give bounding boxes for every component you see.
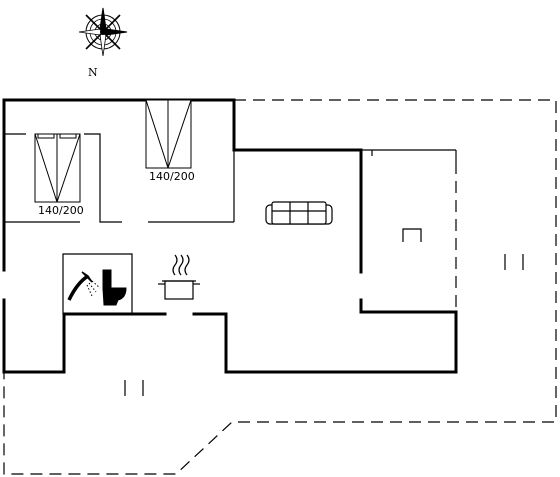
bed-size-label: 140/200 [149,170,195,183]
cooking-pot-icon [158,254,200,300]
bed-icon [34,133,81,203]
north-label: N [88,66,98,79]
compass-rose-icon [78,7,128,57]
shower-icon [67,271,101,301]
bed-size-label: 140/200 [38,204,84,217]
chair-icon [402,228,422,242]
bed-icon [145,99,192,169]
window-marks [124,254,524,396]
toilet-icon [102,269,127,306]
exterior-walls [2,98,458,374]
interior-walls [4,133,457,314]
sofa-icon [265,201,333,225]
terrace-outline [3,99,557,475]
